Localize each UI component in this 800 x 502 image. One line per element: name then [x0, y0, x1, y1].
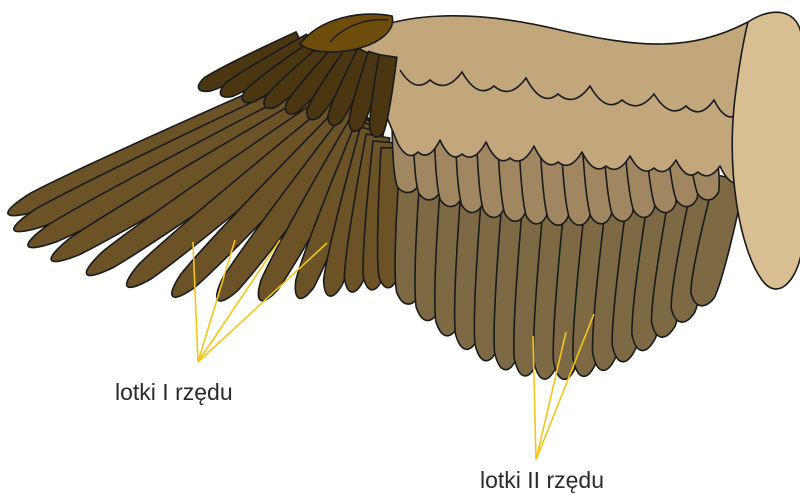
label-secondary-flight-feathers: lotki II rzędu — [480, 469, 604, 492]
wing-shoulder — [732, 12, 800, 289]
label-primary-flight-feathers: lotki I rzędu — [115, 381, 233, 404]
